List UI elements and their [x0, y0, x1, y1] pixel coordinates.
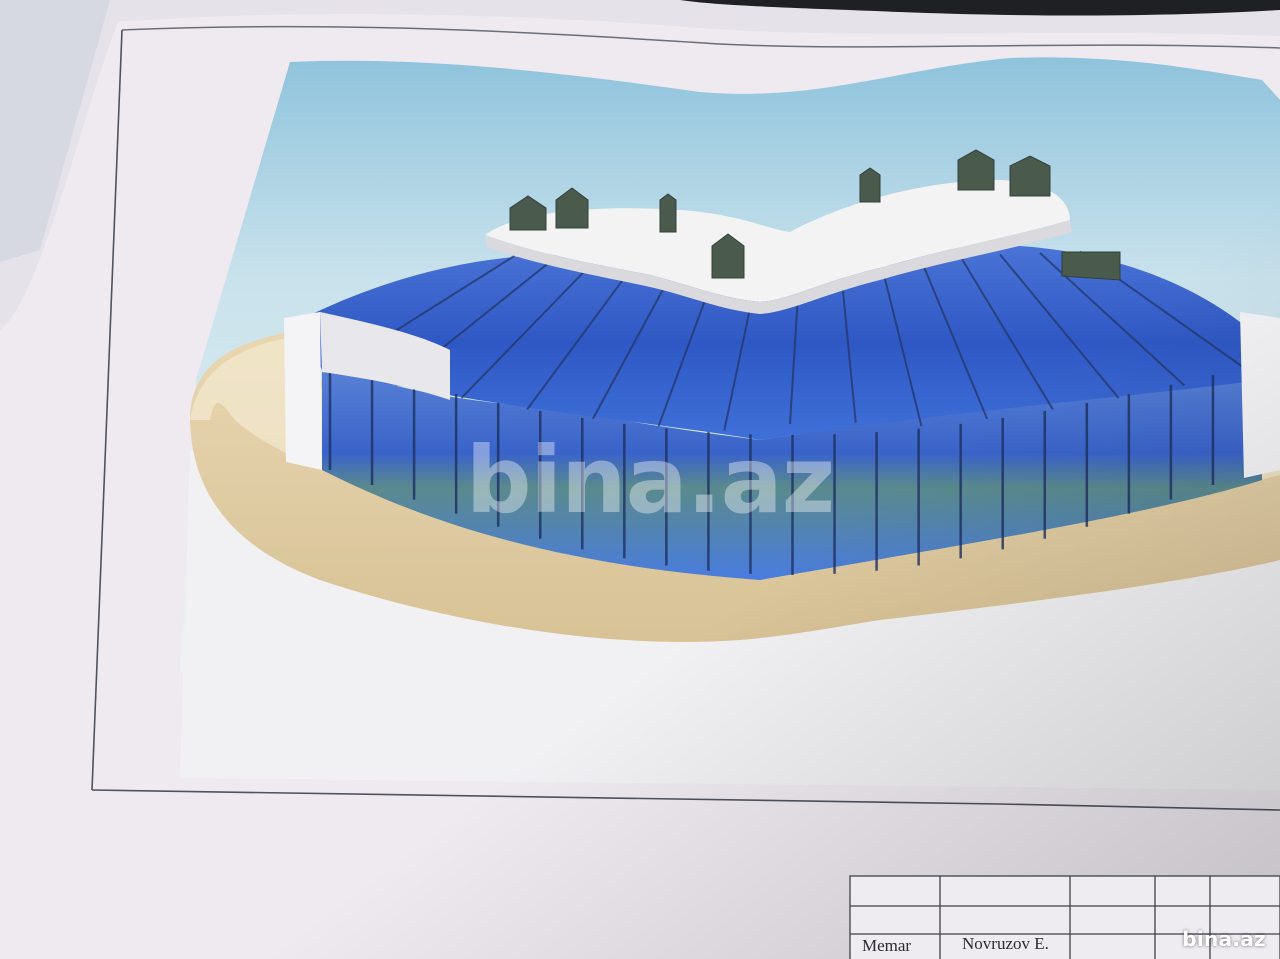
- watermark-text: bina.az: [465, 426, 836, 534]
- center-watermark: bina.az: [440, 420, 860, 540]
- corner-watermark: bina.az: [1182, 927, 1266, 951]
- architect-role-label: Memar: [862, 936, 912, 955]
- architect-name-label: Novruzov E.: [962, 934, 1049, 953]
- title-block-table: [849, 875, 1280, 959]
